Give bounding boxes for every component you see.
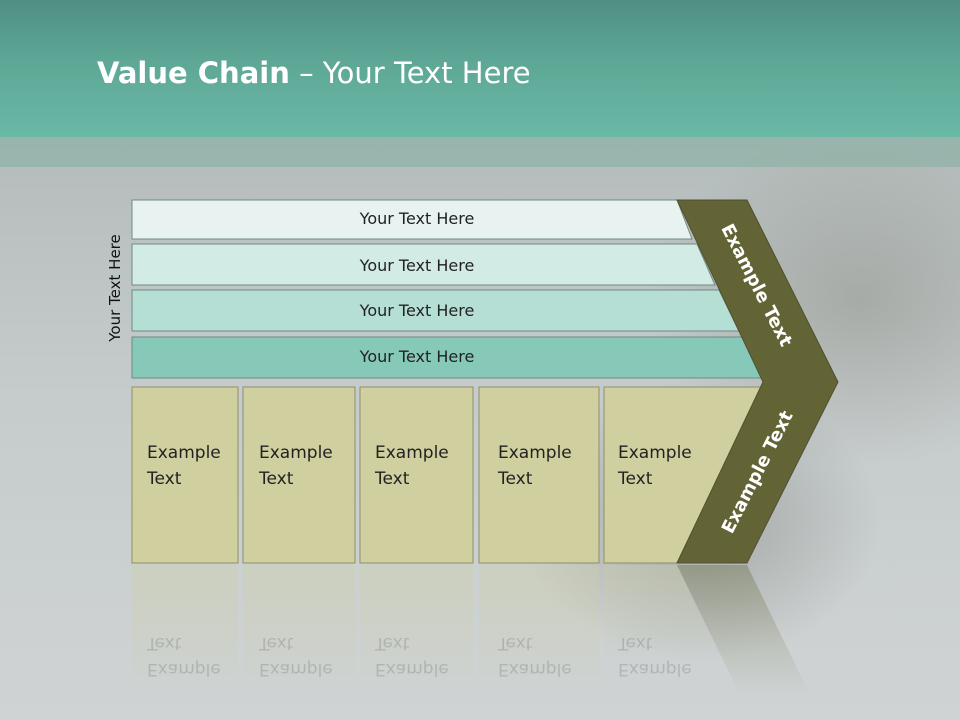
header-band	[0, 137, 960, 167]
page-title: Value Chain – Your Text Here	[97, 56, 531, 90]
box-1[interactable]	[131, 386, 239, 564]
row-bar-1[interactable]	[131, 199, 693, 240]
row-label-3: Your Text Here	[359, 301, 475, 320]
reflection	[132, 565, 810, 695]
box-2[interactable]	[242, 386, 356, 564]
box-3[interactable]	[359, 386, 474, 564]
header-bar	[0, 0, 960, 137]
chevron-arrow[interactable]	[676, 199, 839, 564]
title-rest: – Your Text Here	[289, 56, 531, 90]
box-4[interactable]	[478, 386, 600, 564]
row-bar-2[interactable]	[131, 243, 716, 286]
row-label-2: Your Text Here	[359, 256, 475, 275]
row-label-4: Your Text Here	[359, 347, 475, 366]
title-bold: Value Chain	[97, 56, 290, 90]
row-label-1: Your Text Here	[359, 209, 475, 228]
